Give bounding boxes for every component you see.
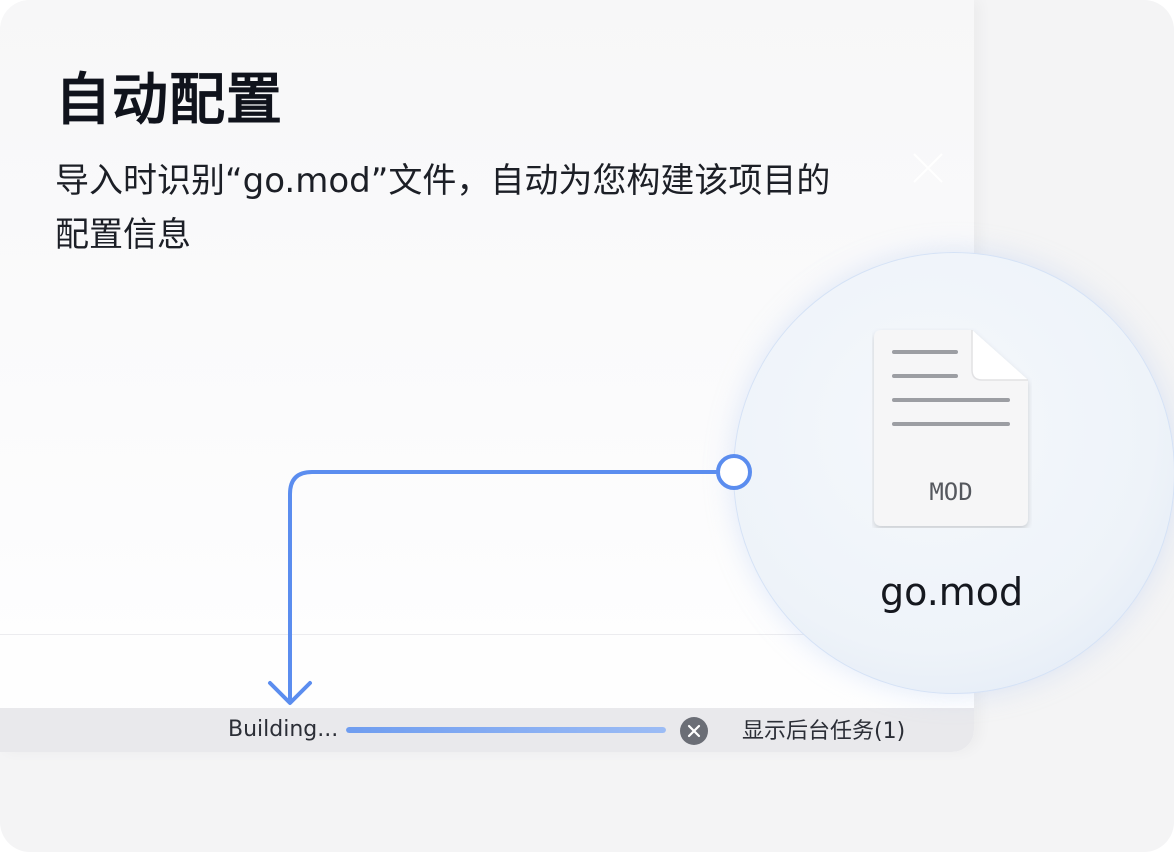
cancel-build-button[interactable] xyxy=(680,717,708,745)
document-icon: MOD xyxy=(874,330,1028,526)
file-type-label: MOD xyxy=(929,478,972,506)
build-progress-bar xyxy=(346,727,666,733)
feature-title: 自动配置 xyxy=(55,68,283,133)
building-status-label: Building... xyxy=(228,717,339,742)
close-circle-icon xyxy=(687,724,701,738)
feature-description: 导入时识别“go.mod”文件，自动为您构建该项目的配置信息 xyxy=(55,161,831,255)
build-progress-fill xyxy=(346,727,666,733)
show-background-tasks-link[interactable]: 显示后台任务(1) xyxy=(742,719,906,744)
file-name-label: go.mod xyxy=(880,570,1024,614)
faint-close-icon xyxy=(913,153,943,183)
